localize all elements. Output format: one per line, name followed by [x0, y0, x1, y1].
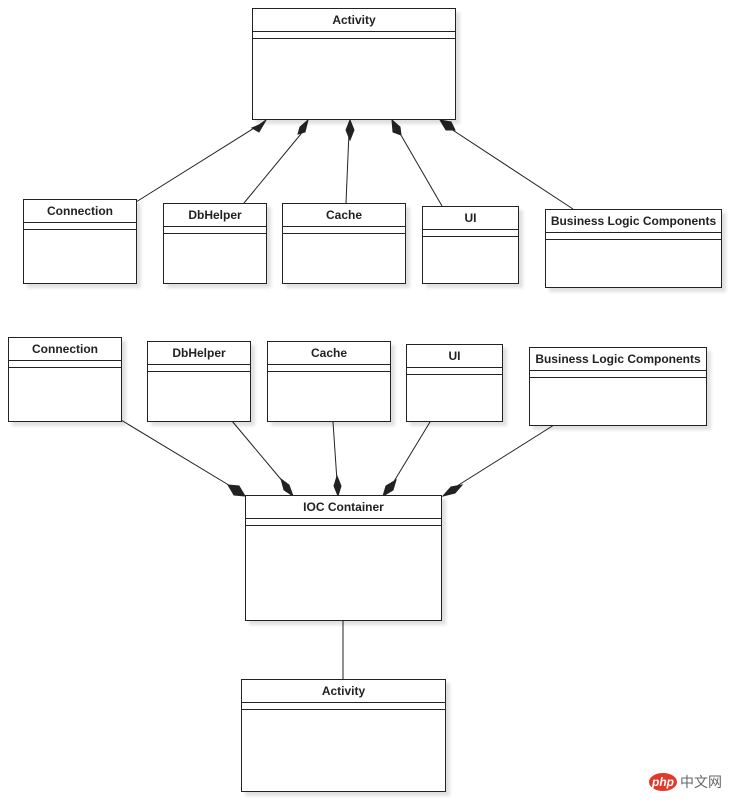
class-activity-top: Activity — [252, 8, 456, 120]
class-name: Cache — [325, 208, 363, 222]
diamond-icon — [280, 477, 294, 498]
class-dbhelper-bottom: DbHelper — [147, 341, 251, 422]
class-activity-bottom: Activity — [241, 679, 446, 792]
class-name: Cache — [310, 346, 348, 360]
class-connection-bottom: Connection — [8, 337, 122, 422]
diamond-icon — [227, 484, 246, 497]
watermark: php 中文网 — [649, 772, 722, 792]
diamond-icon — [297, 118, 309, 135]
class-name: Business Logic Components — [550, 214, 717, 228]
class-cache-top: Cache — [282, 203, 406, 284]
link-ioc-dbhelper — [231, 420, 285, 484]
bottom-composition-links — [120, 419, 555, 680]
link-ioc-blc — [456, 424, 555, 487]
class-dbhelper-top: DbHelper — [163, 203, 267, 284]
class-blc-bottom: Business Logic Components — [529, 347, 707, 426]
diamond-icon — [439, 119, 456, 131]
class-name: IOC Container — [303, 500, 384, 514]
link-activity-connection — [135, 124, 260, 203]
link-activity-blc — [447, 126, 574, 210]
class-name: Business Logic Components — [535, 352, 701, 366]
class-name: UI — [448, 349, 461, 363]
class-name: Activity — [332, 13, 376, 27]
php-logo-icon: php — [649, 773, 677, 791]
watermark-text: 中文网 — [680, 774, 722, 790]
diamond-icon — [333, 474, 342, 498]
link-activity-ui — [397, 129, 443, 207]
class-ui-top: UI — [422, 206, 519, 284]
top-composition-links — [135, 118, 574, 210]
diamond-icon — [441, 484, 464, 497]
class-ioc-container: IOC Container — [245, 495, 442, 621]
diamond-icon — [391, 118, 402, 136]
link-activity-dbhelper — [243, 128, 306, 204]
link-ioc-connection — [120, 419, 233, 488]
class-name: DbHelper — [172, 346, 226, 360]
class-name: UI — [464, 211, 477, 225]
class-cache-bottom: Cache — [267, 341, 391, 422]
link-ioc-cache — [332, 421, 338, 482]
link-ioc-ui — [392, 421, 431, 484]
diamond-icon — [250, 119, 267, 133]
class-name: Connection — [32, 342, 98, 356]
class-name: Connection — [47, 204, 113, 218]
class-name: Activity — [321, 684, 366, 698]
class-blc-top: Business Logic Components — [545, 209, 722, 288]
link-activity-cache — [345, 131, 350, 204]
diamond-icon — [345, 118, 355, 142]
class-name: DbHelper — [188, 208, 242, 222]
diamond-icon — [382, 478, 397, 498]
class-connection-top: Connection — [23, 199, 137, 284]
class-ui-bottom: UI — [406, 344, 503, 422]
